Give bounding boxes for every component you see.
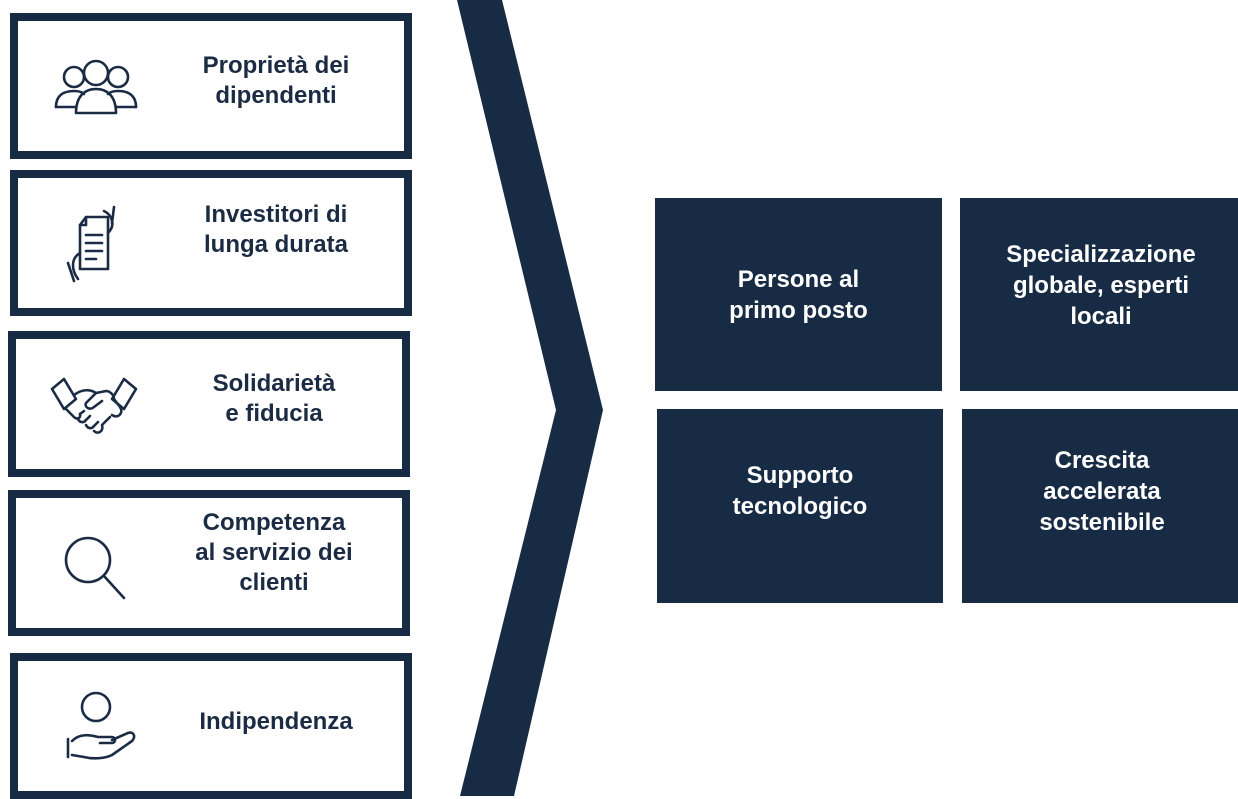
document-hands-icon bbox=[46, 203, 146, 283]
value-tile-sustainable-growth: Crescita accelerata sostenibile bbox=[962, 409, 1238, 603]
value-label-line: accelerata bbox=[1043, 477, 1161, 505]
value-label-line: Specializzazione bbox=[1006, 241, 1196, 268]
value-label-line: Supporto bbox=[746, 462, 854, 489]
pillar-label-line: lunga durata bbox=[203, 231, 348, 258]
pillar-card-solidarity-trust: Solidarietà e fiducia bbox=[8, 331, 410, 477]
pillar-card-employee-ownership: Proprietà dei dipendenti bbox=[10, 13, 412, 159]
person-hand-icon bbox=[46, 687, 146, 767]
pillar-label-line: Competenza bbox=[202, 509, 346, 536]
value-label-line: tecnologico bbox=[732, 493, 868, 520]
pillar-label-line: dipendenti bbox=[215, 82, 337, 109]
pillar-label-line: clienti bbox=[239, 569, 309, 596]
people-group-icon bbox=[46, 51, 146, 131]
value-label-line: globale, esperti bbox=[1012, 272, 1190, 299]
value-label-line: sostenibile bbox=[1039, 508, 1165, 536]
value-label-line: Crescita bbox=[1054, 446, 1150, 474]
value-label-line: primo posto bbox=[729, 296, 868, 324]
magnifier-icon bbox=[44, 526, 144, 606]
value-label-line: locali bbox=[1070, 303, 1132, 330]
pillar-card-long-term-investors: Investitori di lunga durata bbox=[10, 170, 412, 316]
pillar-label-line: Solidarietà bbox=[212, 370, 336, 397]
pillar-card-independence: Indipendenza bbox=[10, 653, 412, 799]
value-tile-tech-support: Supporto tecnologico bbox=[657, 409, 943, 603]
pillar-label-line: Indipendenza bbox=[199, 708, 353, 735]
pillar-label-line: Proprietà dei bbox=[202, 52, 350, 79]
value-tile-people-first: Persone al primo posto bbox=[655, 198, 942, 391]
value-label-line: Persone al bbox=[737, 265, 860, 293]
pillar-card-client-expertise: Competenza al servizio dei clienti bbox=[8, 490, 410, 636]
pillar-label-line: e fiducia bbox=[225, 400, 323, 427]
chevron-arrow bbox=[457, 0, 603, 796]
pillar-label-line: al servizio dei bbox=[195, 539, 353, 566]
pillar-label-line: Investitori di bbox=[204, 201, 348, 228]
handshake-icon bbox=[44, 369, 144, 449]
value-tile-global-specialization: Specializzazione globale, esperti locali bbox=[960, 198, 1238, 391]
